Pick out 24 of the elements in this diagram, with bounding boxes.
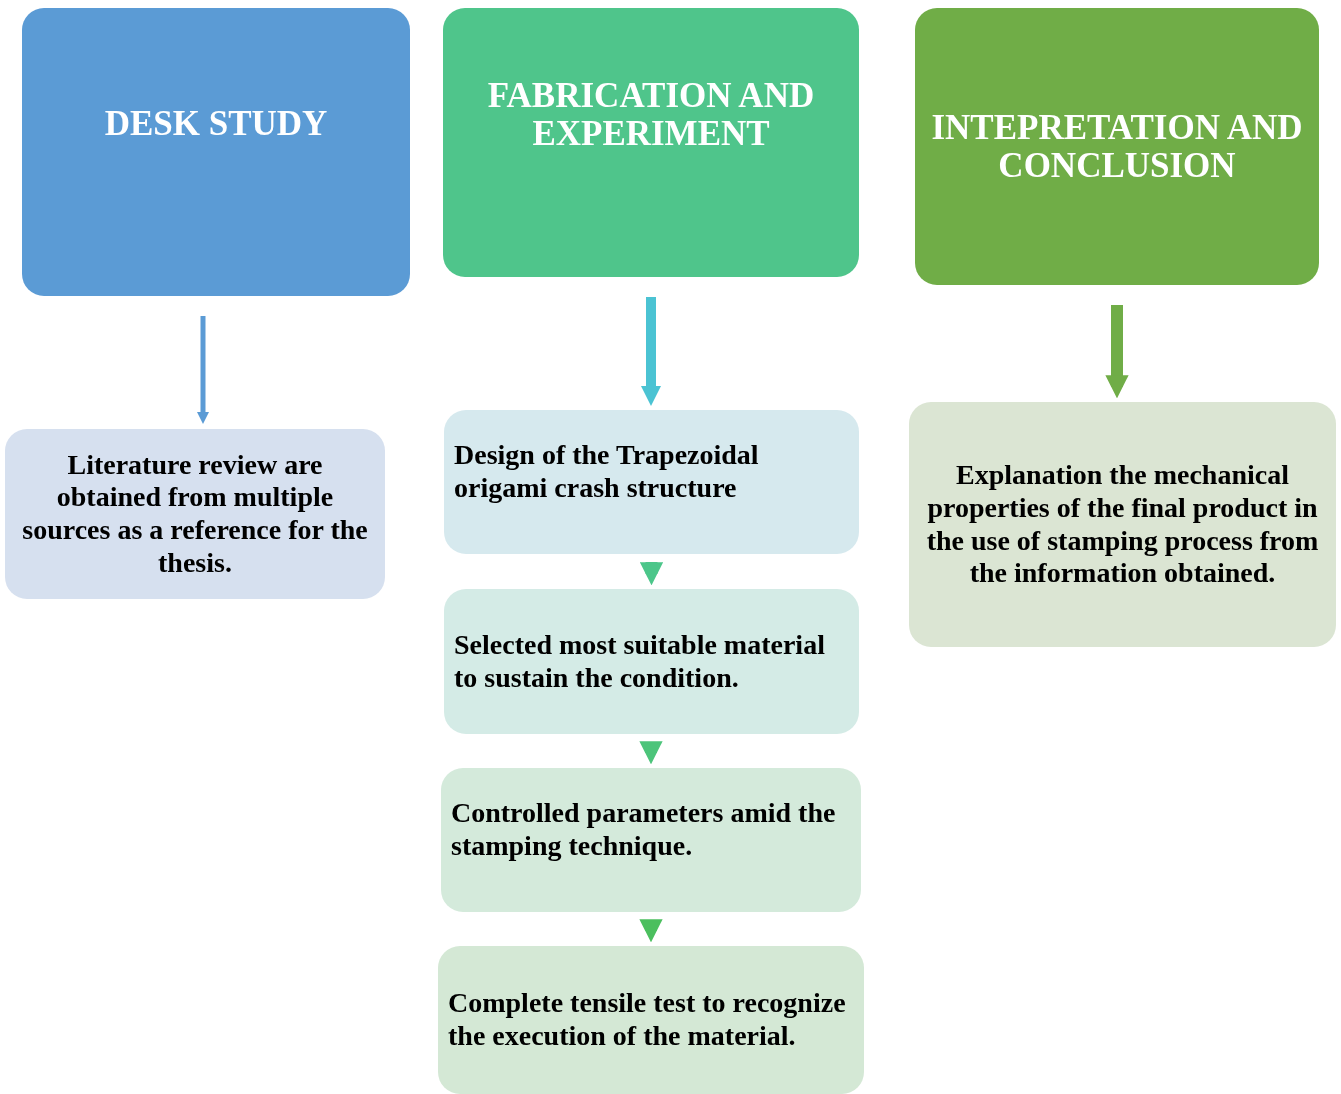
arrow	[1105, 305, 1129, 399]
step-box	[441, 768, 861, 912]
step-text: Explanation the mechanical properties of the final product in the use of stamping process from the information obtained.	[925, 459, 1320, 590]
arrow	[639, 919, 663, 943]
phase-box	[22, 8, 410, 296]
step-box	[444, 410, 859, 554]
arrow	[641, 297, 661, 406]
arrow	[639, 741, 663, 765]
phase-title: INTEPRETATION AND CONCLUSION	[930, 108, 1304, 185]
step-text: Selected most suitable material to sustain the condition.	[454, 628, 826, 695]
phase-title: FABRICATION AND EXPERIMENT	[486, 76, 816, 153]
step-box	[909, 402, 1336, 647]
step-box	[444, 589, 859, 734]
step-text: Literature review are obtained from multiple sources as a reference for the thesis.	[21, 448, 369, 580]
step-text: Complete tensile test to recognize the execution of the material.	[448, 987, 847, 1053]
step-text: Controlled parameters amid the stamping technique.	[451, 797, 837, 863]
step-text: Design of the Trapezoidal origami crash structure	[454, 439, 760, 505]
arrow	[639, 562, 664, 586]
phase-title: DESK STUDY	[104, 105, 328, 143]
phase-box	[915, 8, 1319, 285]
step-box	[5, 429, 385, 599]
step-box	[438, 946, 864, 1094]
phase-box	[443, 8, 859, 277]
arrow	[197, 316, 209, 424]
